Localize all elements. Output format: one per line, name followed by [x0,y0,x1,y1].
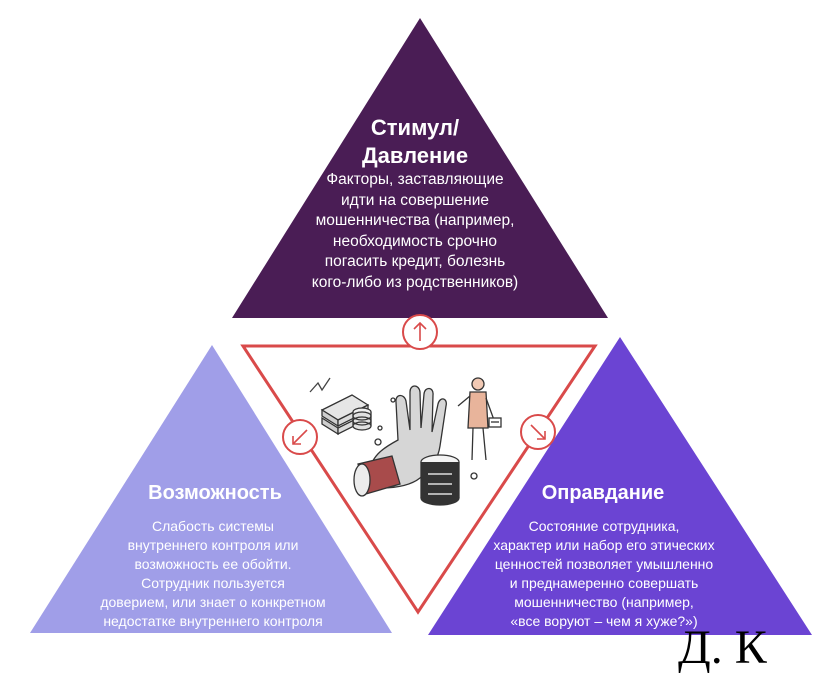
rationalization-description: Состояние сотрудника, характер или набор… [470,517,738,631]
rationalization-description-line: и преднамеренно совершать [470,574,738,593]
pressure-title: Стимул/ Давление [305,114,525,170]
rationalization-description-line: характер или набор его этических [470,536,738,555]
pressure-description: Факторы, заставляющие идти на совершение… [290,170,540,293]
pressure-description-line: кого-либо из родственников) [290,273,540,294]
cropped-corner-text: Д. К [678,624,767,672]
pressure-description-line: необходимость срочно [290,232,540,253]
rationalization-title: Оправдание [488,480,718,506]
rationalization-description-line: Состояние сотрудника, [470,517,738,536]
rationalization-description-line: ценностей позволяет умышленно [470,555,738,574]
opportunity-description-line: Слабость системы [88,517,338,536]
opportunity-description-line: недостатке внутреннего контроля [88,612,338,631]
pressure-description-line: погасить кредит, болезнь [290,252,540,273]
opportunity-description: Слабость системы внутреннего контроля ил… [88,517,338,631]
arrow-down-right-icon [521,415,555,449]
rationalization-description-line: мошенничество (например, [470,593,738,612]
pressure-description-line: идти на совершение [290,191,540,212]
pressure-description-line: мошенничества (например, [290,211,540,232]
opportunity-description-line: доверием, или знает о конкретном [88,593,338,612]
opportunity-description-line: внутреннего контроля или [88,536,338,555]
fraud-illustration-icon [310,378,501,505]
opportunity-title: Возможность [95,480,335,506]
arrow-up-icon [403,315,437,349]
pressure-title-line: Стимул/ [305,114,525,142]
arrow-down-left-icon [283,420,317,454]
opportunity-description-line: Сотрудник пользуется [88,574,338,593]
opportunity-description-line: возможность ее обойти. [88,555,338,574]
fraud-triangle-diagram: Стимул/ Давление Факторы, заставляющие и… [0,0,828,656]
pressure-description-line: Факторы, заставляющие [290,170,540,191]
pressure-title-line: Давление [305,142,525,170]
